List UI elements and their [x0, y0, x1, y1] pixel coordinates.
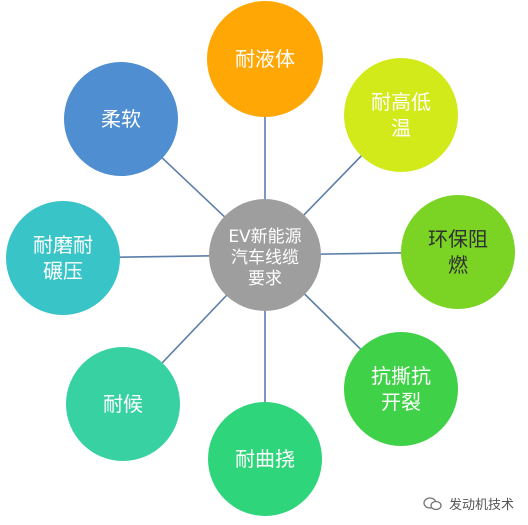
center-circle [209, 199, 321, 311]
node-label-tear-resistant-line-1: 抗撕抗 [371, 364, 431, 388]
node-label-abrasion-crush-resistant-line-2: 碾压 [43, 259, 83, 283]
center-label-line-3: 要求 [248, 269, 282, 289]
node-circle-tear-resistant [344, 332, 458, 446]
node-label-bend-resistant-line-1: 耐曲挠 [235, 447, 295, 471]
node-liquid-resistant: 耐液体 [207, 1, 323, 117]
node-label-liquid-resistant-line-1: 耐液体 [235, 47, 295, 71]
node-circle-abrasion-crush-resistant [6, 201, 120, 315]
wechat-icon [423, 496, 442, 510]
node-label-temperature-resistant-line-1: 耐高低 [371, 90, 431, 114]
center-node: EV新能源 汽车线缆 要求 [209, 199, 321, 311]
node-circle-temperature-resistant [344, 58, 458, 172]
node-circle-liquid-resistant [207, 1, 323, 117]
node-label-flexible-line-1: 柔软 [101, 107, 141, 131]
footer-text: 发动机技术 [448, 498, 514, 513]
node-label-abrasion-crush-resistant-line-1: 耐磨耐 [33, 233, 93, 257]
node-label-eco-flame-retardant-line-2: 燃 [448, 253, 468, 277]
node-weather-resistant: 耐候 [66, 347, 180, 461]
node-circle-weather-resistant [66, 347, 180, 461]
node-circle-flexible [64, 62, 178, 176]
node-circle-bend-resistant [208, 402, 322, 516]
node-label-tear-resistant-line-2: 开裂 [381, 390, 421, 414]
node-circle-eco-flame-retardant [401, 195, 515, 309]
node-label-temperature-resistant-line-2: 温 [391, 116, 411, 140]
footer-watermark: 发动机技术 [423, 494, 514, 513]
center-label-line-2: 汽车线缆 [231, 248, 299, 268]
node-label-eco-flame-retardant-line-1: 环保阻 [428, 227, 488, 251]
node-label-weather-resistant-line-1: 耐候 [103, 392, 143, 416]
center-label-line-1: EV新能源 [228, 227, 301, 247]
node-flexible: 柔软 [64, 62, 178, 176]
node-bend-resistant: 耐曲挠 [208, 402, 322, 516]
